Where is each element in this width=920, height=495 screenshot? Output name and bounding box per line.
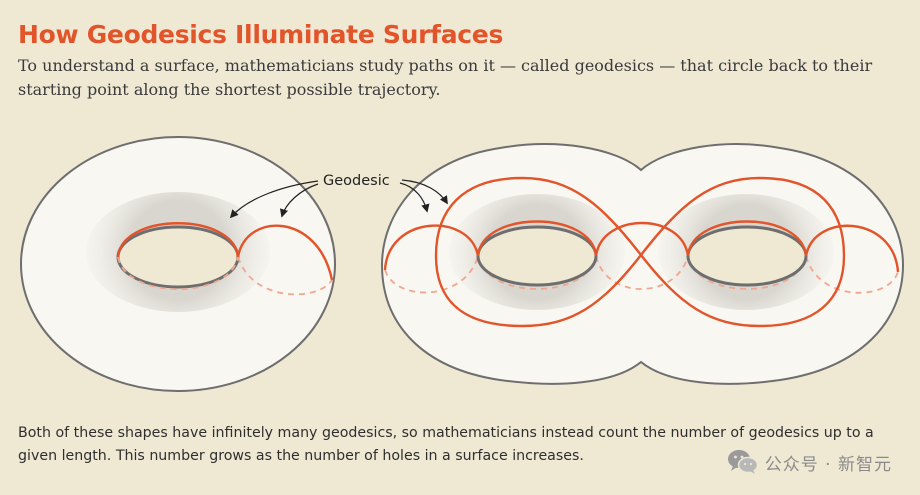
- geodesic-figure-eight: [434, 176, 846, 328]
- geodesic-left-inner-loop: [476, 220, 598, 257]
- arrow-to-torus-inner: [229, 180, 319, 219]
- arrow-to-double-left-tube: [399, 182, 430, 213]
- geodesic-right-tube-loop: [804, 224, 900, 273]
- geodesic-left-tube-loop: [383, 224, 480, 271]
- geodesic-tube-loop: [236, 224, 334, 281]
- watermark-text: 公众号 · 新智元: [764, 454, 892, 475]
- hole-right: [686, 225, 808, 287]
- geodesic-hidden-left-tube: [384, 255, 479, 294]
- watermark: 公众号 · 新智元: [727, 449, 892, 475]
- geodesic-hidden-tube: [237, 256, 333, 296]
- geodesic-inner-loop: [116, 222, 240, 258]
- torus-one-hole: [20, 136, 336, 392]
- surface-two-holes: [380, 143, 905, 385]
- wechat-icon: [727, 450, 759, 474]
- geodesic-right-inner-loop: [686, 220, 808, 257]
- page-subtitle: To understand a surface, mathematicians …: [18, 56, 873, 99]
- geodesic-hidden-right-tube: [805, 255, 899, 294]
- arrow-to-torus-tube: [279, 183, 319, 218]
- page-title: How Geodesics Illuminate Surfaces: [18, 20, 504, 49]
- geodesic-label: Geodesic: [323, 173, 390, 189]
- geodesic-hidden-middle-tube: [595, 255, 689, 290]
- torus-hole: [116, 225, 240, 289]
- geodesic-middle-tube-loop: [594, 221, 690, 257]
- caption: Both of these shapes have infinitely man…: [18, 425, 874, 464]
- hole-left: [476, 225, 598, 287]
- arrow-to-double-figure-eight: [401, 179, 448, 205]
- geodesic-hidden-inner: [117, 256, 239, 291]
